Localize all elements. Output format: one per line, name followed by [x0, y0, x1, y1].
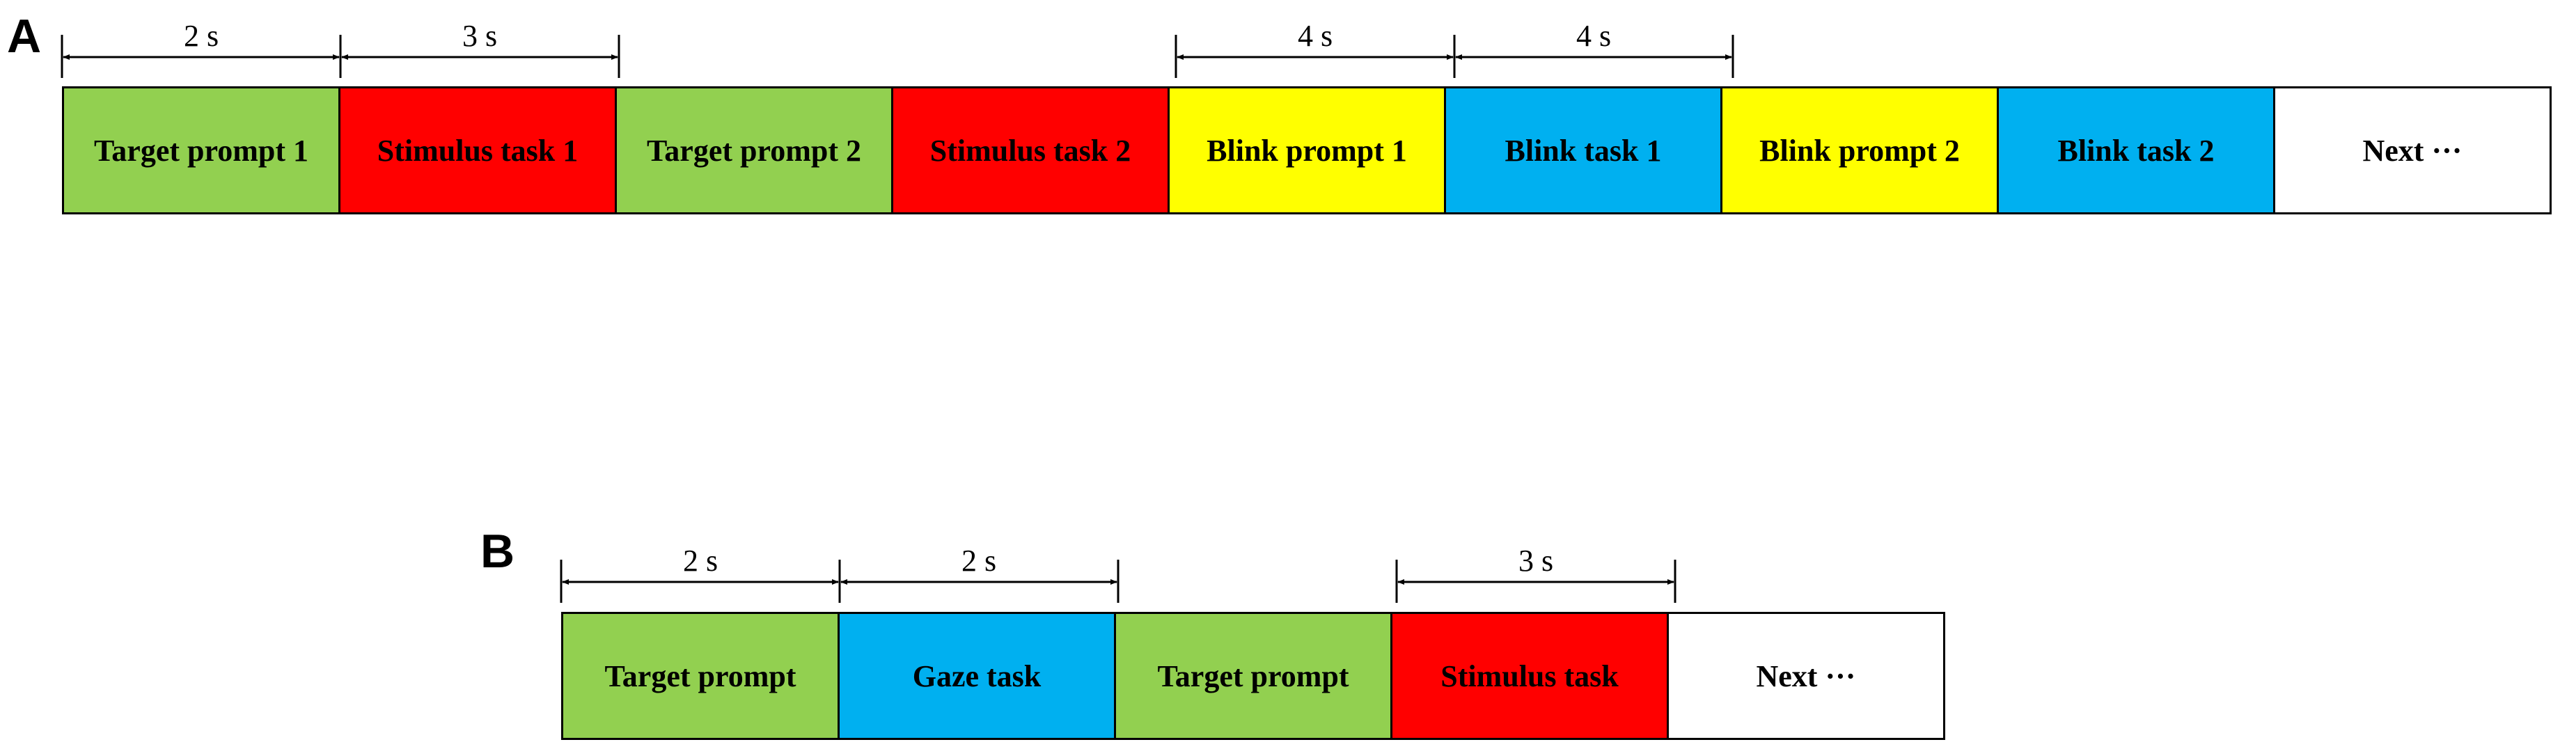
timeline-block: Gaze task: [838, 612, 1116, 740]
duration-label: 4 s: [1297, 19, 1333, 53]
duration-label: 2 s: [682, 544, 718, 578]
timeline-block: Stimulus task: [1390, 612, 1669, 740]
panel-a-label: A: [7, 10, 42, 63]
timeline-block: Target prompt 1: [62, 86, 340, 214]
timeline-block: Target prompt 2: [615, 86, 893, 214]
duration-label: 3 s: [462, 19, 498, 53]
timeline-block: Stimulus task 2: [891, 86, 1170, 214]
duration-label: 2 s: [183, 19, 219, 53]
duration-label: 3 s: [1518, 544, 1554, 578]
timeline-block: Blink task 1: [1444, 86, 1722, 214]
timeline-block: Target prompt: [1114, 612, 1392, 740]
timeline-block: Target prompt: [561, 612, 840, 740]
timeline-block: Stimulus task 1: [338, 86, 617, 214]
timeline-block: Next ···: [2273, 86, 2552, 214]
timeline-block: Blink task 2: [1997, 86, 2275, 214]
timeline-block: Next ···: [1667, 612, 1945, 740]
duration-label: 2 s: [961, 544, 997, 578]
timeline-block: Blink prompt 1: [1168, 86, 1446, 214]
panel-b-label: B: [480, 525, 515, 578]
timeline-block: Blink prompt 2: [1720, 86, 1999, 214]
duration-label: 4 s: [1576, 19, 1612, 53]
